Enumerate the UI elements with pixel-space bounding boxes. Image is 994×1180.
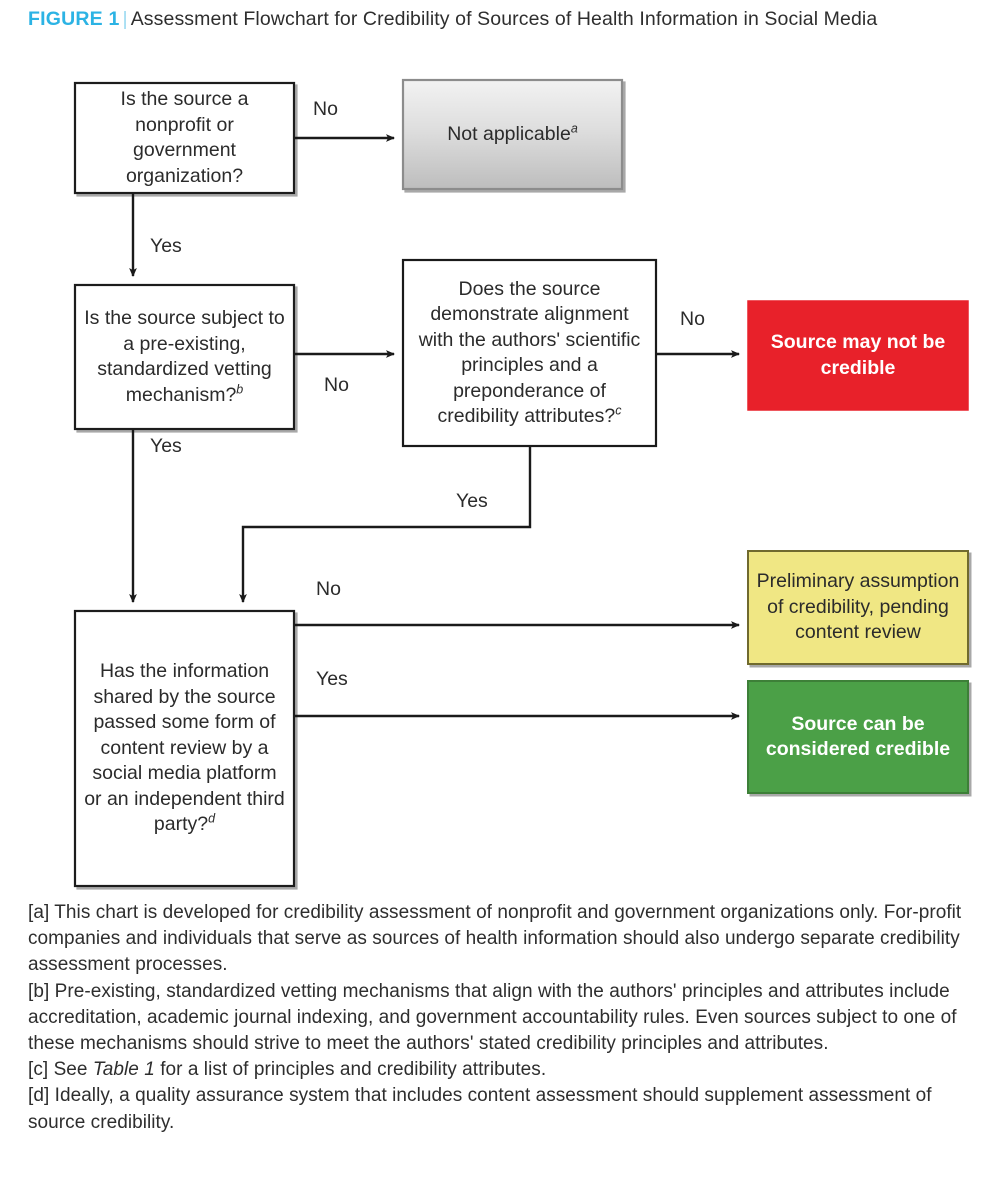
footnote-b: [b] Pre-existing, standardized vetting m… <box>28 979 972 1058</box>
node-box-red[interactable] <box>747 300 969 411</box>
node-box-green[interactable] <box>747 680 969 794</box>
figure-number: FIGURE 1 <box>28 8 120 30</box>
node-box-yellow[interactable] <box>747 550 969 665</box>
node-box-na[interactable] <box>401 78 624 191</box>
footnote-c-table-reference: Table 1 <box>92 1059 155 1081</box>
flowchart-canvas <box>73 78 969 888</box>
figure-title: Assessment Flowchart for Credibility of … <box>130 8 878 30</box>
footnote-a-text: This chart is developed for credibility … <box>28 902 962 976</box>
edge-label-q1-na: No <box>313 98 338 120</box>
footnote-b-tag: [b] <box>28 980 50 1002</box>
edge-label-q2-q3: No <box>324 374 349 396</box>
footnote-c-text-before: See <box>53 1059 88 1081</box>
footnote-c-text-after: for a list of principles and credibility… <box>160 1059 547 1081</box>
edge-label-q3-red: No <box>680 308 705 330</box>
node-box-q3[interactable] <box>401 258 658 448</box>
footnote-a-tag: [a] <box>28 902 50 923</box>
node-box-q4[interactable] <box>73 609 296 888</box>
node-box-q2[interactable] <box>73 283 296 431</box>
flowchart: Is the source a nonprofit or government … <box>0 62 994 902</box>
footnote-d-text: Ideally, a quality assurance system that… <box>28 1085 932 1133</box>
edge-q3-q4 <box>239 446 532 603</box>
edge-label-q2-q4: Yes <box>150 435 182 457</box>
footnote-c: [c] See Table 1 for a list of principles… <box>28 1057 972 1083</box>
edge-label-q1-q2: Yes <box>150 235 182 257</box>
edge-label-q3-q4: Yes <box>456 490 488 512</box>
footnote-b-text: Pre-existing, standardized vetting mecha… <box>28 980 957 1055</box>
caption-separator: | <box>122 8 128 30</box>
edge-label-q4-green: Yes <box>316 668 348 690</box>
footnote-d: [d] Ideally, a quality assurance system … <box>28 1083 972 1135</box>
footnote-c-tag: [c] <box>28 1059 49 1081</box>
node-box-q1[interactable] <box>73 81 296 195</box>
footnote-d-tag: [d] <box>28 1085 50 1107</box>
edge-label-q4-yellow: No <box>316 578 341 600</box>
figure-caption: FIGURE 1|Assessment Flowchart for Credib… <box>28 6 968 33</box>
footnote-a: [a] This chart is developed for credibil… <box>28 900 972 979</box>
figure-footnotes: [a] This chart is developed for credibil… <box>28 900 972 1136</box>
